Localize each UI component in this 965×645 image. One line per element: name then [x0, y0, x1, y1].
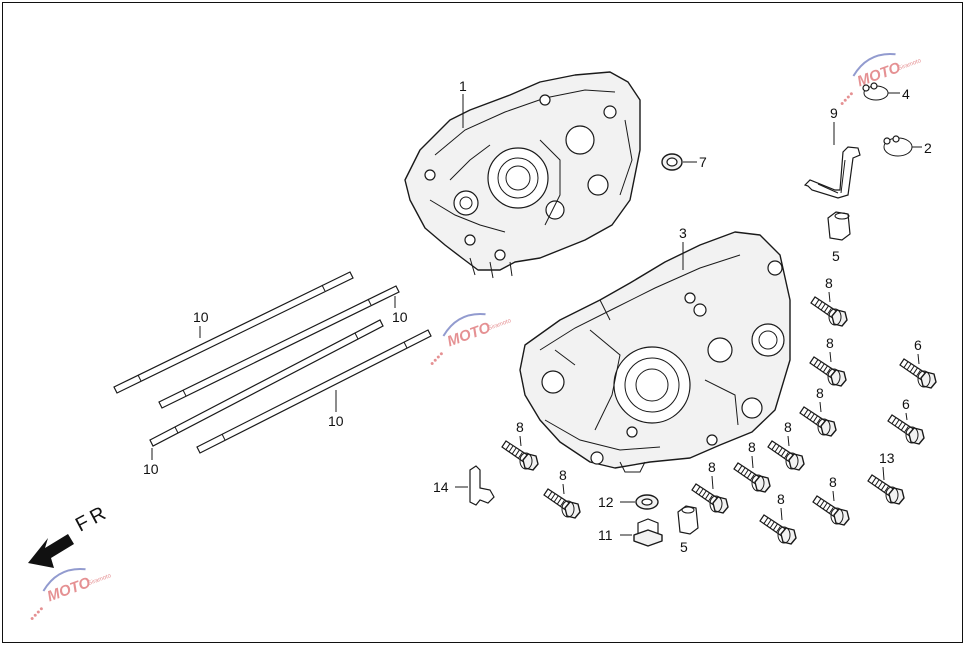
- callout-8-j: 8: [777, 491, 785, 507]
- callout-1: 1: [459, 78, 467, 94]
- callout-9: 9: [830, 105, 838, 121]
- svg-text:Giramoto: Giramoto: [897, 58, 923, 72]
- callout-8-e: 8: [784, 419, 792, 435]
- callout-10-c: 10: [143, 461, 159, 477]
- bolt-6-upper: [899, 358, 937, 389]
- callout-8-d: 8: [516, 419, 524, 435]
- bolt-8-f: [543, 488, 581, 519]
- bolt-8-d: [501, 440, 539, 471]
- stud-a: [113, 271, 354, 394]
- front-direction-label: FR: [72, 501, 113, 537]
- breather-tube: [803, 146, 861, 199]
- callout-3: 3: [679, 225, 687, 241]
- crankcase-left-half: [404, 71, 641, 279]
- bolt-8-j: [759, 514, 797, 545]
- callout-10-b: 10: [392, 309, 408, 325]
- oil-seal: [661, 153, 683, 171]
- callout-8-i: 8: [829, 474, 837, 490]
- callout-12: 12: [598, 494, 614, 510]
- circlip-b: [862, 82, 889, 101]
- callout-11: 11: [598, 527, 613, 543]
- bolt-8-i: [812, 495, 850, 526]
- callout-5-lower: 5: [680, 539, 688, 555]
- bolt-8-h: [691, 483, 729, 514]
- callout-10-a: 10: [193, 309, 209, 325]
- callout-13: 13: [879, 450, 895, 466]
- callout-6-upper: 6: [914, 337, 922, 353]
- bolt-8-b: [809, 356, 847, 387]
- circlip-a: [883, 135, 913, 157]
- bolt-13: [867, 474, 905, 505]
- bolt-8-e: [767, 440, 805, 471]
- callout-4: 4: [902, 86, 910, 102]
- callout-8-b: 8: [826, 335, 834, 351]
- clamp: [469, 465, 495, 506]
- front-direction-arrow: FR: [28, 501, 113, 568]
- stud-d: [196, 329, 432, 454]
- callout-10-d: 10: [328, 413, 344, 429]
- callout-2: 2: [924, 140, 932, 156]
- bolt-8-a: [810, 296, 848, 327]
- callout-8-g: 8: [748, 439, 756, 455]
- callout-8-c: 8: [816, 385, 824, 401]
- callout-14: 14: [433, 479, 449, 495]
- bolt-8-g: [733, 462, 771, 493]
- washer: [635, 494, 659, 510]
- callout-8-a: 8: [825, 275, 833, 291]
- drain-plug: [633, 518, 663, 547]
- dowel-pin-upper: [827, 211, 851, 241]
- callout-8-h: 8: [708, 459, 716, 475]
- stud-c: [149, 319, 384, 447]
- stud-b: [158, 285, 400, 409]
- callout-5-upper: 5: [832, 248, 840, 264]
- bolt-group: 8 8 8 8 8 8 8 8 8 8 6 6 13: [501, 275, 937, 545]
- crankcase-right-half: [519, 231, 791, 473]
- callout-7: 7: [699, 154, 707, 170]
- svg-text:Giramoto: Giramoto: [87, 573, 113, 587]
- bolt-6-lower: [887, 414, 925, 445]
- callout-6-lower: 6: [902, 396, 910, 412]
- bolt-8-c: [799, 406, 837, 437]
- svg-text:Giramoto: Giramoto: [487, 318, 513, 332]
- dowel-pin-lower: [677, 505, 699, 535]
- callout-8-f: 8: [559, 467, 567, 483]
